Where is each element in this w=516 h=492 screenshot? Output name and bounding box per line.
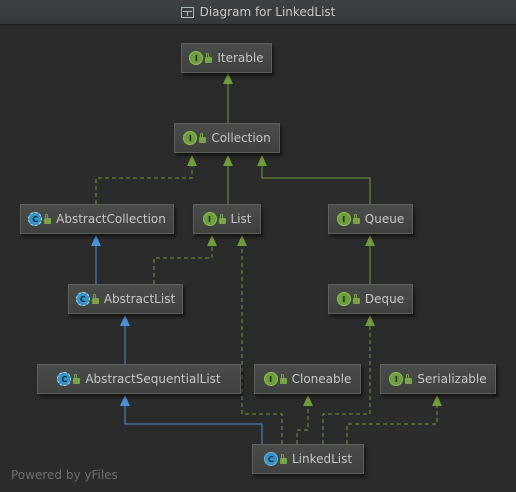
node-abstract-collection[interactable]: C AbstractCollection [20,204,174,234]
node-collection[interactable]: I Collection [174,123,280,153]
node-iterable[interactable]: I Iterable [181,43,272,73]
node-label: Collection [211,131,271,145]
node-abstract-list[interactable]: C AbstractList [68,284,183,314]
diagram-canvas[interactable]: I Iterable I Collection C AbstractCollec… [0,25,516,492]
node-abstract-sequential-list[interactable]: C AbstractSequentialList [37,364,241,394]
node-serializable[interactable]: I Serializable [380,364,496,394]
abstract-class-icon: C [75,292,90,306]
node-label: Iterable [217,51,264,65]
edges-layer [91,73,442,444]
node-deque[interactable]: I Deque [328,284,413,314]
edge-abstractcollection-collection [95,156,193,204]
edge-linkedlist-asl [124,396,263,444]
abstract-class-icon: C [28,212,43,226]
title-bar: Diagram for LinkedList [0,0,516,25]
node-label: Cloneable [291,372,352,386]
lock-icon [352,214,360,224]
lock-icon [91,294,99,304]
edge-linkedlist-cloneable [296,396,309,444]
node-label: Serializable [417,372,487,386]
edge-abstractlist-list [153,236,213,284]
edge-queue-collection [261,156,371,204]
node-list[interactable]: I List [193,204,261,234]
window-title: Diagram for LinkedList [199,5,336,19]
node-label: List [230,212,252,226]
edge-linkedlist-list [241,236,283,444]
interface-icon: I [389,372,404,386]
class-icon: C [263,452,278,466]
node-label: AbstractSequentialList [85,372,221,386]
lock-icon [279,454,287,464]
lock-icon [205,53,213,63]
lock-icon [352,294,360,304]
interface-icon: I [202,212,217,226]
node-label: Queue [364,212,405,226]
interface-icon: I [263,372,278,386]
interface-icon: I [336,212,351,226]
lock-icon [279,374,287,384]
node-label: Deque [364,292,405,306]
diagram-icon [180,6,194,18]
node-label: AbstractCollection [56,212,166,226]
footer-credit: Powered by yFiles [11,468,118,482]
lock-icon [199,133,207,143]
abstract-class-icon: C [57,372,72,386]
lock-icon [405,374,413,384]
node-label: AbstractList [103,292,176,306]
node-linked-list[interactable]: C LinkedList [252,444,364,474]
node-label: LinkedList [291,452,353,466]
interface-icon: I [189,51,204,65]
interface-icon: I [183,131,198,145]
interface-icon: I [336,292,351,306]
node-cloneable[interactable]: I Cloneable [254,364,361,394]
node-queue[interactable]: I Queue [328,204,413,234]
edge-linkedlist-serializable [346,396,438,444]
lock-icon [218,214,226,224]
edge-linkedlist-deque [322,316,371,444]
lock-icon [73,374,81,384]
lock-icon [44,214,52,224]
